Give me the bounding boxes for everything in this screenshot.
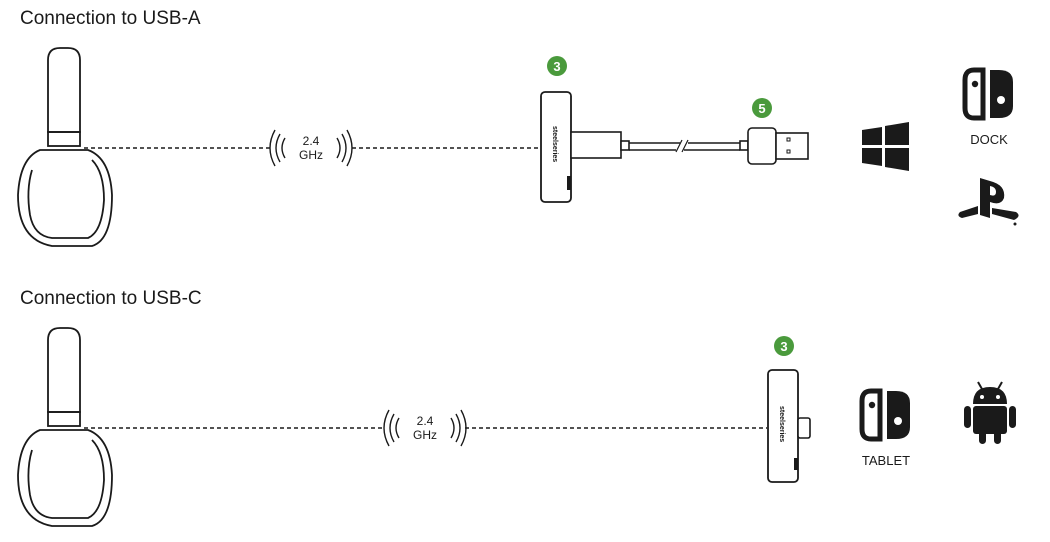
dongle-brand-logo: steelseries — [551, 126, 558, 162]
windows-icon — [862, 122, 909, 171]
usb-c-dongle — [767, 369, 811, 483]
dongle-badge-number: 3 — [780, 339, 787, 354]
dongle-badge — [547, 56, 567, 76]
wireless-frequency-unit: GHz — [413, 428, 437, 442]
wireless-signal-icon — [383, 409, 467, 447]
cable-badge — [752, 98, 772, 118]
playstation-icon — [958, 178, 1019, 226]
dongle-badge — [774, 336, 794, 356]
wireless-frequency-unit: GHz — [299, 148, 323, 162]
nintendo-switch-icon — [859, 388, 910, 442]
section-title-usb-c: Connection to USB-C — [20, 288, 202, 309]
headphones-icon — [17, 327, 113, 527]
dongle-brand-logo: steelseries — [778, 406, 785, 442]
wireless-signal-icon — [269, 129, 353, 167]
section-title-usb-a: Connection to USB-A — [20, 8, 201, 29]
tablet-label: TABLET — [862, 453, 910, 468]
wireless-frequency-label: 2.4 — [417, 414, 434, 428]
dongle-badge-number: 3 — [553, 59, 560, 74]
usb-cable — [570, 127, 809, 165]
wireless-frequency-label: 2.4 — [303, 134, 320, 148]
cable-badge-number: 5 — [758, 101, 765, 116]
nintendo-switch-icon — [962, 67, 1013, 121]
android-icon — [964, 381, 1016, 444]
dock-label: DOCK — [970, 132, 1008, 147]
headphones-icon — [17, 47, 113, 247]
